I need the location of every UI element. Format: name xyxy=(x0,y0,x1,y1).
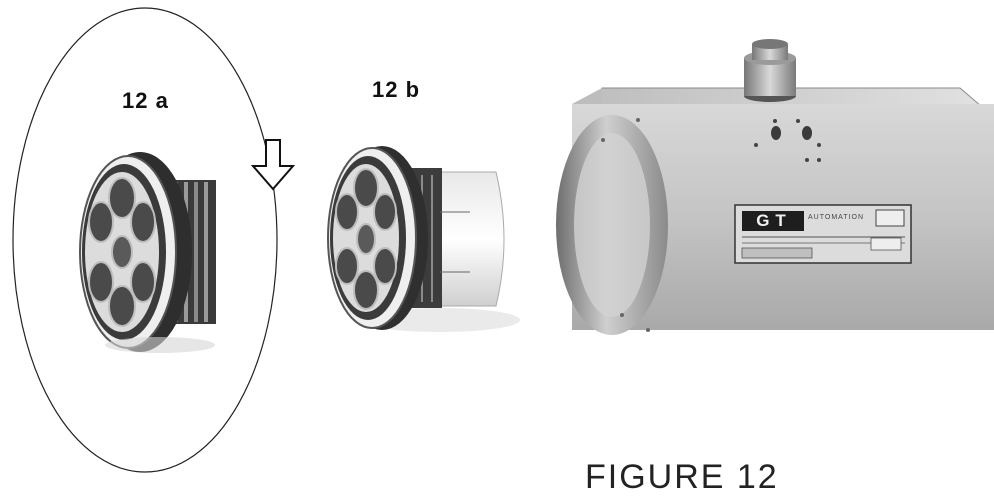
nameplate xyxy=(734,204,912,264)
piston-12b xyxy=(327,146,520,332)
nameplate-brand-sub: AUTOMATION xyxy=(808,214,865,221)
figure-canvas xyxy=(12,7,994,473)
figure-caption: FIGURE 12 xyxy=(585,458,779,496)
nameplate-brand: GT xyxy=(756,211,792,230)
cycle-oval xyxy=(12,7,278,473)
port-holes xyxy=(771,126,812,140)
label-12a: 12 a xyxy=(122,88,169,113)
label-12b: 12 b xyxy=(372,77,421,102)
fitting xyxy=(744,39,796,102)
down-arrow-icon xyxy=(250,139,296,191)
piston-12a xyxy=(79,152,216,353)
actuator-body xyxy=(556,39,994,335)
